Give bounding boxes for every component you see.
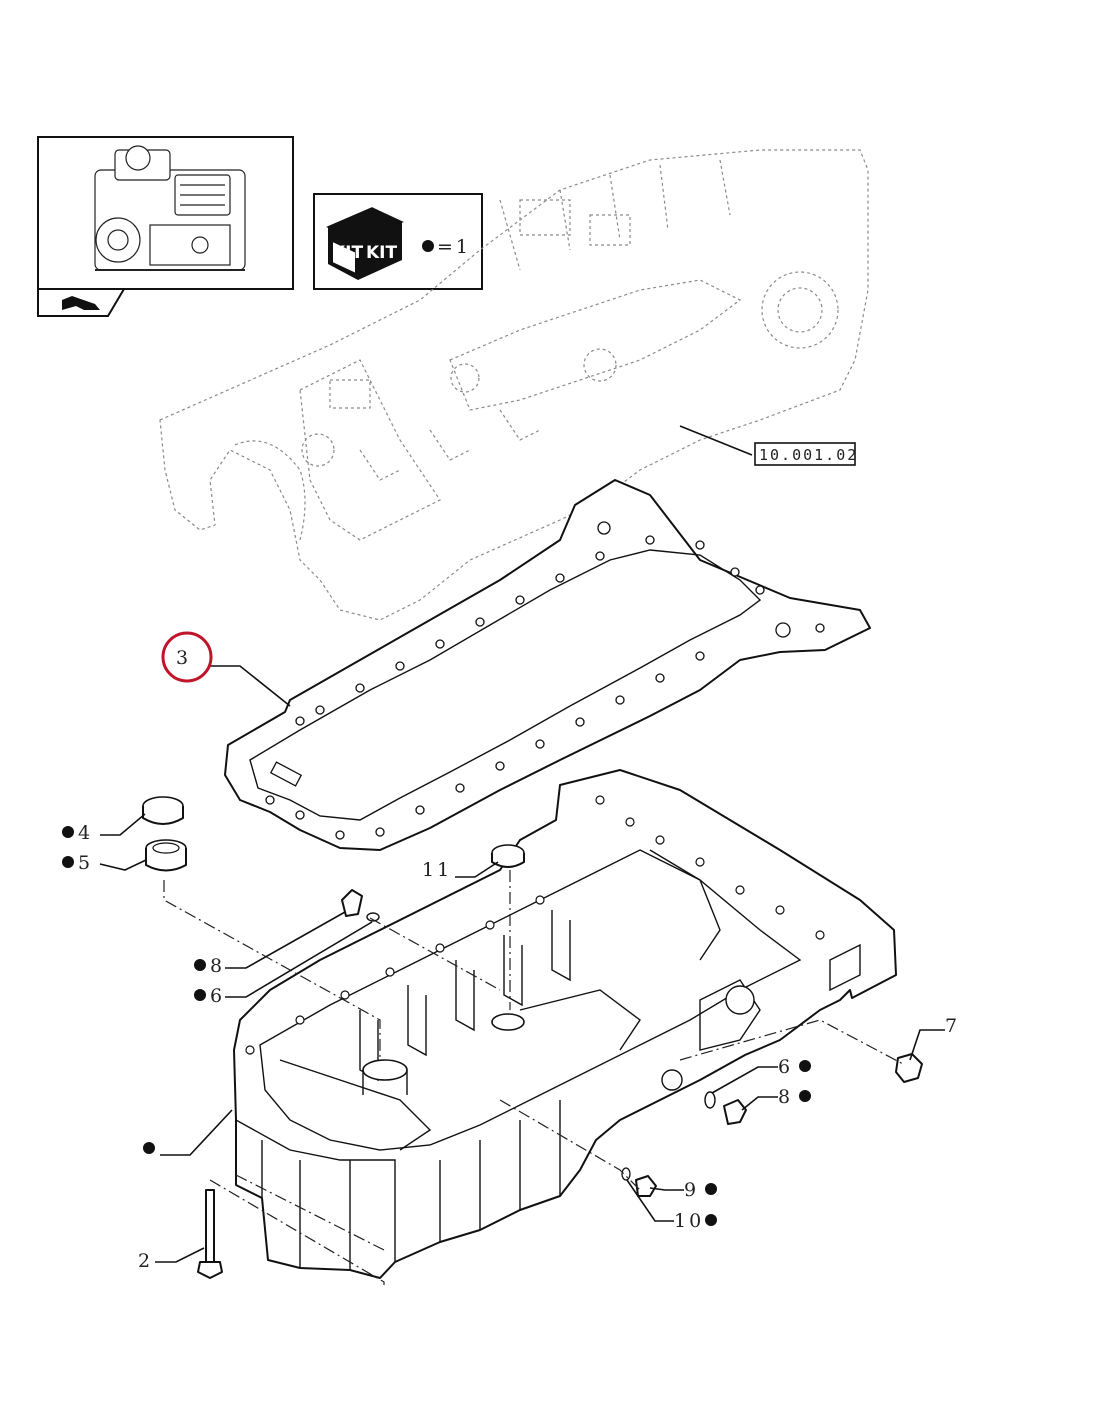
callout-8-right[interactable]: 8 <box>778 1086 811 1108</box>
callout-label-9: 9 <box>684 1179 699 1201</box>
bushing-part-5[interactable] <box>145 839 187 872</box>
callout-4[interactable]: 4 <box>62 822 93 844</box>
callout-label-4: 4 <box>78 822 93 844</box>
navigation-tab[interactable] <box>37 288 126 317</box>
callout-label-8-right: 8 <box>778 1086 793 1108</box>
oil-sump-part-1[interactable] <box>233 769 897 1279</box>
callout-label-10: 10 <box>674 1210 704 1232</box>
callout-8-left[interactable]: 8 <box>194 955 225 977</box>
callout-label-3: 3 <box>176 647 191 669</box>
callout-6-left[interactable]: 6 <box>194 985 225 1007</box>
bolt-part-2[interactable] <box>197 1189 223 1279</box>
engine-thumbnail-panel[interactable] <box>37 136 294 290</box>
leader-lines <box>99 665 945 1263</box>
callout-5[interactable]: 5 <box>62 852 93 874</box>
callout-label-11: 11 <box>422 859 452 881</box>
callout-label-6-right: 6 <box>778 1056 793 1078</box>
callout-label-5: 5 <box>78 852 93 874</box>
kit-box-icon: KIT KIT <box>326 207 404 280</box>
reference-label: 10.001.02 <box>759 446 858 464</box>
callout-6-right[interactable]: 6 <box>778 1056 811 1078</box>
kit-bullet-icon <box>422 240 434 252</box>
plug-part-8-left[interactable] <box>341 889 380 922</box>
reference-box[interactable]: 10.001.02 <box>754 442 858 466</box>
callout-label-6-left: 6 <box>210 985 225 1007</box>
plug-part-11[interactable] <box>491 844 525 868</box>
kit-label-1: KIT <box>332 243 363 263</box>
kit-quantity: =1 <box>437 236 471 258</box>
callout-11[interactable]: 11 <box>422 859 452 881</box>
kit-legend: KIT KIT =1 <box>313 193 483 290</box>
callout-label-2: 2 <box>138 1250 153 1272</box>
hand-pointer-icon <box>62 296 100 310</box>
gasket-part-3[interactable] <box>224 479 871 851</box>
assembly-axes <box>163 870 906 1285</box>
seal-ring-part-6-right[interactable] <box>704 1091 716 1109</box>
callout-label-7: 7 <box>945 1015 960 1037</box>
callout-10[interactable]: 10 <box>674 1210 717 1232</box>
callout-9[interactable]: 9 <box>684 1179 717 1201</box>
kit-label-2: KIT <box>366 243 397 263</box>
highlight-ring <box>161 631 213 683</box>
callout-7[interactable]: 7 <box>945 1015 960 1037</box>
engine-icon <box>94 145 246 271</box>
callout-2[interactable]: 2 <box>138 1250 153 1272</box>
reference-leader <box>679 425 753 456</box>
plug-part-7[interactable] <box>895 1053 923 1083</box>
plug-part-9[interactable] <box>621 1167 657 1197</box>
callout-3[interactable]: 3 <box>161 631 213 683</box>
cap-part-4[interactable] <box>142 796 184 825</box>
plug-part-8-right[interactable] <box>723 1099 747 1125</box>
callout-1[interactable] <box>143 1142 155 1154</box>
callout-label-8-left: 8 <box>210 955 225 977</box>
